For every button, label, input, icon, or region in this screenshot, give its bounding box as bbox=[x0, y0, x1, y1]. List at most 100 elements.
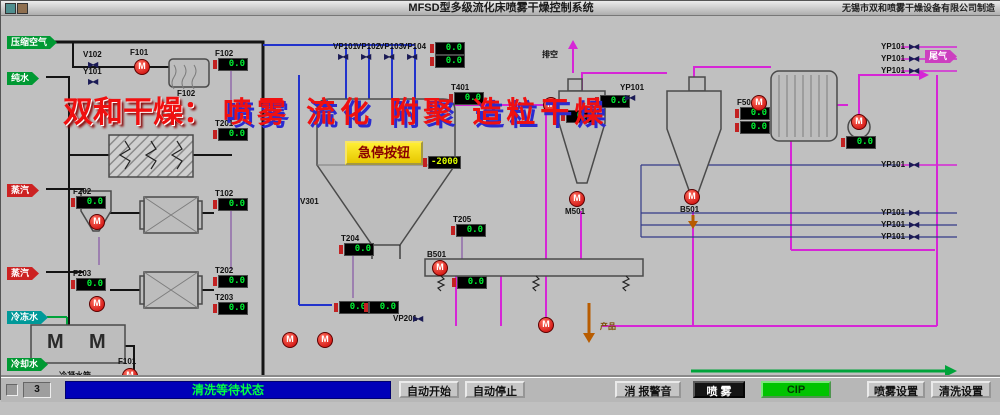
display-value: 0.0 bbox=[435, 54, 465, 68]
vessel-details bbox=[143, 64, 828, 309]
display-alarm-dot bbox=[452, 277, 456, 287]
value-display: -2000 bbox=[423, 155, 462, 169]
value-display: 0.0 bbox=[561, 109, 596, 123]
value-display: 0.0 bbox=[334, 300, 369, 314]
equipment-label: M bbox=[47, 331, 64, 353]
pipe-arrow bbox=[919, 70, 929, 80]
display-tag-label: T204 bbox=[341, 234, 360, 243]
vent-arrow bbox=[568, 40, 578, 49]
motor-indicator[interactable]: M bbox=[89, 296, 105, 312]
valve-label: VP102 bbox=[356, 42, 381, 51]
valve-icon[interactable]: ▶◀ bbox=[338, 52, 348, 61]
display-tag-label: T205 bbox=[453, 215, 472, 224]
display-alarm-dot bbox=[561, 111, 565, 121]
flow-flag: 冷却水 bbox=[7, 358, 48, 371]
process-diagram bbox=[30, 40, 957, 387]
value-display: 0.0 bbox=[430, 54, 465, 68]
motor-indicator[interactable]: M bbox=[751, 95, 767, 111]
clean-settings-button[interactable]: 清洗设置 bbox=[931, 381, 991, 398]
valve-label: VP103 bbox=[379, 42, 404, 51]
display-alarm-dot bbox=[339, 244, 343, 254]
auto-stop-button[interactable]: 自动停止 bbox=[465, 381, 525, 398]
valve-icon[interactable]: ▶◀ bbox=[909, 232, 919, 241]
flow-flag: 压缩空气 bbox=[7, 36, 57, 49]
valve-label: YP101 bbox=[881, 220, 906, 229]
display-value: 0.0 bbox=[456, 223, 486, 237]
title-bar: MFSD型多级流化床喷雾干燥控制系统 无锡市双和喷雾干燥设备有限公司制造 bbox=[1, 1, 1000, 16]
motor-indicator[interactable]: M bbox=[851, 114, 867, 130]
motor-indicator[interactable]: M bbox=[282, 332, 298, 348]
motor-indicator[interactable]: M bbox=[134, 59, 150, 75]
vibrating-fluid-bed bbox=[424, 258, 644, 277]
motor-indicator[interactable]: M bbox=[543, 97, 559, 113]
condensate-tank bbox=[30, 324, 126, 364]
signal-lines bbox=[640, 164, 957, 238]
valve-label: YP101 bbox=[881, 42, 906, 51]
valve-icon[interactable]: ▶◀ bbox=[909, 42, 919, 51]
display-value: 0.0 bbox=[457, 275, 487, 289]
equipment-label: 产品 bbox=[600, 322, 616, 331]
motor-indicator[interactable]: M bbox=[684, 189, 700, 205]
value-display: 0.0 bbox=[430, 41, 465, 55]
auto-start-button[interactable]: 自动开始 bbox=[399, 381, 459, 398]
valve-icon[interactable]: ▶◀ bbox=[88, 60, 98, 69]
valve-icon[interactable]: ▶◀ bbox=[88, 77, 98, 86]
valve-icon[interactable]: ▶◀ bbox=[384, 52, 394, 61]
display-value: 0.0 bbox=[76, 277, 106, 291]
valve-label: V102 bbox=[83, 50, 102, 59]
motor-label: B501 bbox=[680, 205, 700, 214]
vessels bbox=[30, 58, 871, 364]
display-value: 0.0 bbox=[339, 300, 369, 314]
valve-icon[interactable]: ▶◀ bbox=[909, 160, 919, 169]
display-alarm-dot bbox=[449, 93, 453, 103]
valve-icon[interactable]: ▶◀ bbox=[407, 52, 417, 61]
display-value: -2000 bbox=[428, 155, 462, 169]
display-value: 0.0 bbox=[218, 301, 248, 315]
motor-label: M501 bbox=[565, 207, 586, 216]
equipment-label: F102 bbox=[177, 89, 196, 98]
display-tag-label: F203 bbox=[73, 269, 92, 278]
motor-indicator[interactable]: M bbox=[432, 260, 448, 276]
valve-label: VP101 bbox=[333, 42, 358, 51]
valve-icon[interactable]: ▶◀ bbox=[909, 54, 919, 63]
valve-icon[interactable]: ▶◀ bbox=[909, 208, 919, 217]
motor-indicator[interactable]: M bbox=[89, 214, 105, 230]
motor-indicator[interactable]: M bbox=[569, 191, 585, 207]
spray-button[interactable]: 喷 雾 bbox=[693, 381, 745, 398]
valve-icon[interactable]: ▶◀ bbox=[909, 66, 919, 75]
display-alarm-dot bbox=[213, 59, 217, 69]
display-value: 0.0 bbox=[218, 197, 248, 211]
cip-button[interactable]: CIP bbox=[761, 381, 831, 398]
valve-label: YP101 bbox=[881, 208, 906, 217]
display-alarm-dot bbox=[595, 96, 599, 106]
display-tag-label: T201 bbox=[215, 119, 234, 128]
mute-alarm-button[interactable]: 消 报警音 bbox=[615, 381, 681, 398]
status-message: 清洗等待状态 bbox=[65, 381, 391, 399]
emergency-stop-button[interactable]: 急停按钮 bbox=[345, 141, 423, 165]
equipment-label: V301 bbox=[300, 197, 319, 206]
valve-icon[interactable]: ▶◀ bbox=[413, 314, 423, 323]
pipe-black bbox=[45, 40, 265, 387]
flow-flag: 蒸汽 bbox=[7, 267, 39, 280]
product-line bbox=[587, 215, 695, 333]
valve-label: YP101 bbox=[620, 83, 645, 92]
motor-indicator[interactable]: M bbox=[538, 317, 554, 333]
flow-flag: 蒸汽 bbox=[7, 184, 39, 197]
display-alarm-dot bbox=[334, 302, 338, 312]
spray-settings-button[interactable]: 喷雾设置 bbox=[867, 381, 925, 398]
instrument-lines bbox=[98, 71, 463, 298]
motor-indicator[interactable]: M bbox=[317, 332, 333, 348]
valve-label: Y101 bbox=[83, 67, 102, 76]
valve-label: YP101 bbox=[881, 66, 906, 75]
flow-flag: 冷冻水 bbox=[7, 311, 48, 324]
valve-icon[interactable]: ▶◀ bbox=[625, 93, 635, 102]
valve-icon[interactable]: ▶◀ bbox=[361, 52, 371, 61]
display-alarm-dot bbox=[364, 302, 368, 312]
window-icon bbox=[5, 3, 16, 14]
valve-icon[interactable]: ▶◀ bbox=[909, 220, 919, 229]
flow-flag: 纯水 bbox=[7, 72, 39, 85]
